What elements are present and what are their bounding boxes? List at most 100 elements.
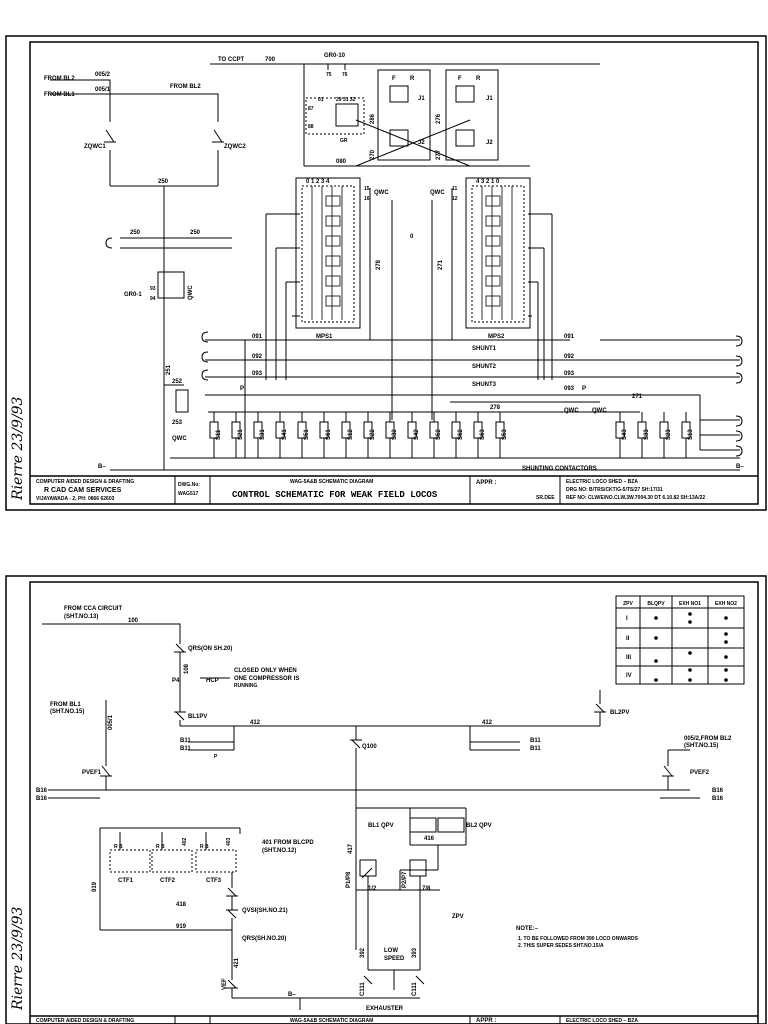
p2p7-label: P2/P7 <box>402 871 408 888</box>
contactor-s51: S51 <box>297 412 310 458</box>
appr-label: APPR : <box>476 1018 496 1024</box>
to-ccpt-label: TO CCPT <box>218 57 245 63</box>
hcp-label: HCP <box>206 678 219 684</box>
wire-093-right-b-label: 093 <box>564 386 575 392</box>
qwc-c1-label: QWC <box>564 408 579 414</box>
qwc-b-label: QWC <box>172 436 187 442</box>
wire-412-a-label: 412 <box>250 720 261 726</box>
contactor-label: S31 <box>260 429 266 440</box>
shunting-contactors-label: SHUNTING CONTACTORS <box>522 466 597 472</box>
from-bl1-sheet: (SHT.NO.15) <box>50 709 84 715</box>
b11-a-label: B11 <box>180 738 191 744</box>
contactor-label: S61 <box>326 429 332 440</box>
wire-091-right-label: 091 <box>564 334 575 340</box>
wire-412-b-label: 412 <box>482 720 493 726</box>
qvsi-label: QVSI(SH.NO.21) <box>242 908 288 914</box>
wire-403-label: 403 <box>226 837 232 846</box>
wire-093-right-label: 093 <box>564 371 575 377</box>
contactor-label: S13 <box>688 429 694 440</box>
wire-417-label: 417 <box>348 843 354 854</box>
contactor-s52: S52 <box>429 412 442 458</box>
wire-919-b-label: 919 <box>176 924 187 930</box>
b-minus-right-label: B– <box>736 464 744 470</box>
contactor-s23: S23 <box>659 412 672 458</box>
contactor-label: S21 <box>238 429 244 440</box>
low-speed-1: LOW <box>384 948 398 954</box>
contactor-s43: S43 <box>615 412 628 458</box>
wire-919-a-label: 919 <box>92 881 98 892</box>
shunt3-label: SHUNT3 <box>472 382 497 388</box>
mps1-label: MPS1 <box>316 334 333 340</box>
qwc-vertical-label: QWC <box>188 285 194 300</box>
contactor-s63: S63 <box>473 412 486 458</box>
margin-signature: Rierre 23/9/93 <box>10 907 26 1011</box>
wire-092-right-label: 092 <box>564 354 575 360</box>
gr1-label: GR0-1 <box>124 292 142 298</box>
company-line-2: R CAD CAM SERVICES <box>44 487 122 494</box>
closed-note-1: CLOSED ONLY WHEN <box>234 668 297 674</box>
b-minus-left-label: B– <box>98 464 106 470</box>
from-bl1-label: FROM BL1 <box>44 92 75 98</box>
gr-29-label: 29 31 32 <box>336 97 356 103</box>
wire-005-2-label: 005/2 <box>95 72 111 78</box>
b16-a-label: B16 <box>36 788 48 794</box>
table-row-label: I <box>626 616 628 622</box>
contactor-label: S62 <box>458 429 464 440</box>
loco-shed: ELECTRIC LOCO SHED – BZA <box>566 1018 638 1024</box>
zqwc2-label: ZQWC2 <box>224 144 246 150</box>
table-dot <box>724 640 728 644</box>
table-dot <box>654 616 658 620</box>
loco-shed: ELECTRIC LOCO SHED – BZA <box>566 479 638 485</box>
qrs2-label: QRS(SH.NO.20) <box>242 936 286 942</box>
wire-252-label: 252 <box>172 379 183 385</box>
contactor-s31: S31 <box>253 412 266 458</box>
contactor-label: S23 <box>666 429 672 440</box>
contactor-label: S51 <box>304 429 310 440</box>
wire-276-label: 276 <box>436 113 442 124</box>
table-dot <box>724 668 728 672</box>
wire-091-label: 091 <box>252 334 263 340</box>
zqwc1-label: ZQWC1 <box>84 144 106 150</box>
from-cca-sheet: (SHT.NO.13) <box>64 614 98 620</box>
table-row-label: IV <box>626 673 632 679</box>
wire-005-1-label: 005/1 <box>95 87 111 93</box>
from-bl2-label: FROM BL2 <box>44 76 75 82</box>
wire-418-label: 418 <box>176 902 187 908</box>
contactor-label: S63 <box>480 429 486 440</box>
wire-277-label: 277 <box>436 149 442 160</box>
vef-label: VEF <box>222 978 228 990</box>
qwc-terminal-12: 12 <box>452 196 458 202</box>
bl1pv-label: BL1PV <box>188 714 207 720</box>
from-cca-label: FROM CCA CIRCUIT <box>64 606 122 612</box>
qwc-c2-label: QWC <box>592 408 607 414</box>
wire-270-label: 270 <box>370 149 376 160</box>
table-header: EXH NO1 <box>679 601 701 607</box>
contactor-label: S11 <box>216 429 222 440</box>
contactor-s12: S12 <box>341 412 354 458</box>
wire-100-label: 100 <box>128 618 139 624</box>
contactor-s53: S53 <box>495 412 508 458</box>
b16-c-label: B16 <box>712 788 724 794</box>
contactor-label: S52 <box>436 429 442 440</box>
table-header: ZPV <box>623 601 633 607</box>
dwg-no-label: DWG.No: <box>178 482 200 488</box>
appr-label: APPR : <box>476 480 496 486</box>
contactor-label: S41 <box>282 429 288 440</box>
b11-c-label: B11 <box>530 738 541 744</box>
drawing-series: WAG-5A&B SCHEMATIC DIAGRAM <box>290 1018 373 1024</box>
wire-402-label: 402 <box>182 837 188 846</box>
wire-250-a-label: 250 <box>130 230 141 236</box>
table-row-label: III <box>626 655 631 661</box>
contactor-s42: S42 <box>407 412 420 458</box>
contactor-label: S32 <box>392 429 398 440</box>
contactor-label: S33 <box>644 429 650 440</box>
mps1-taps: 0 1 2 3 4 <box>306 179 330 185</box>
wire-250-b-label: 250 <box>190 230 201 236</box>
wire-401-sheet: (SHT.NO.12) <box>262 848 296 854</box>
b16-b-label: B16 <box>36 796 48 802</box>
contactor-s13: S13 <box>681 412 694 458</box>
